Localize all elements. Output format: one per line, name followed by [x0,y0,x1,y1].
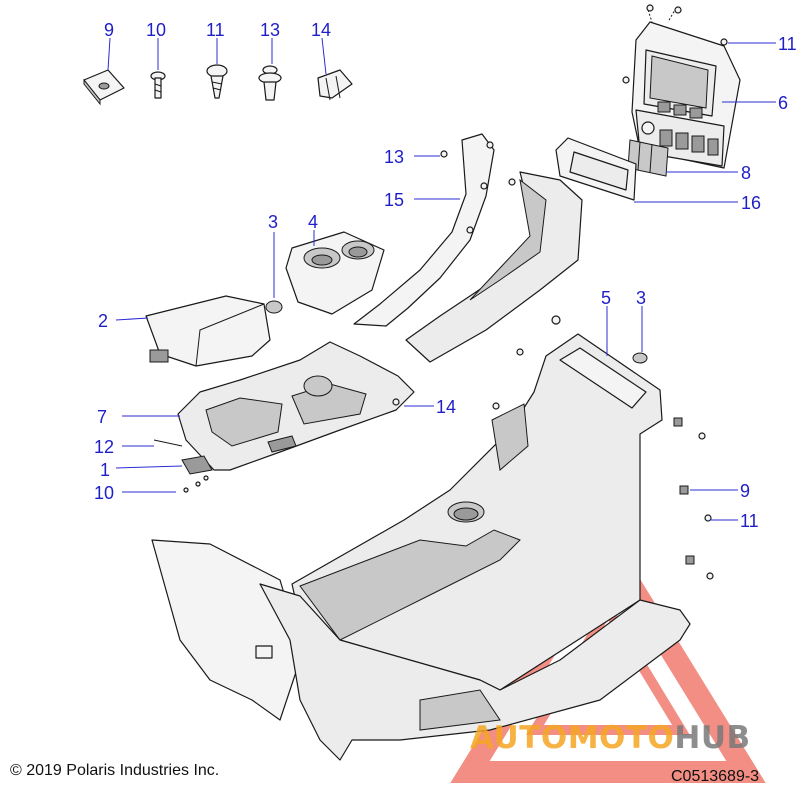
watermark-text-group: AUTOMOTOHUB [470,720,751,756]
bezel-frame-part [555,137,637,201]
bumper-left-part [265,300,283,314]
side-trim-part [353,133,495,327]
console-body-part [291,333,663,691]
drawing-id-text: C0513689-3 [671,768,760,785]
callout-13-top: 13 [260,20,280,40]
callout-10-top: 10 [146,20,166,40]
lower-panel-part [151,539,691,761]
switch-plate-part [627,139,669,177]
small-screw-part [150,71,166,99]
callout-11-right: 11 [778,34,797,54]
armrest-lid-part [145,295,271,367]
callout-7: 7 [97,407,107,427]
callout-6: 6 [778,93,788,113]
loose-fasteners [392,150,714,580]
callout-11-top: 11 [206,20,225,40]
bumper-right-part [632,352,648,364]
copyright-text: © 2019 Polaris Industries Inc. [10,762,220,779]
switch-bezel-part [622,4,741,169]
clip-nut-part [83,69,125,106]
push-rivet-part [258,65,282,101]
callout-3-left: 3 [268,212,278,232]
callout-1: 1 [100,460,110,480]
callout-9-top: 9 [104,20,114,40]
leader-lines [107,37,776,521]
callout-11-bottom: 11 [740,511,759,531]
upper-trim-part [405,171,583,363]
callout-10-bottom: 10 [94,483,114,503]
callout-16: 16 [741,193,761,213]
callout-13-mid: 13 [384,147,404,167]
callout-4: 4 [308,212,318,232]
hardware-row [83,64,353,106]
console-tray-part [177,341,415,471]
callout-8: 8 [741,163,751,183]
callout-numbers: 9 10 11 13 14 11 6 13 15 8 16 3 4 2 5 3 … [94,20,797,531]
screw-part [206,64,228,99]
callout-2: 2 [98,311,108,331]
callout-12: 12 [94,437,114,457]
watermark-text-gray: HUB [674,720,750,756]
svg-text:AUTOMOTOHUB: AUTOMOTOHUB [470,720,751,756]
latch-part [153,439,213,493]
callout-15: 15 [384,190,404,210]
callout-9-right: 9 [740,481,750,501]
callout-5: 5 [601,288,611,308]
wire-clip-part [317,69,353,101]
cup-holder-part [285,231,385,315]
callout-14-mid: 14 [436,397,456,417]
rocker-switches [657,101,719,156]
callout-14-top: 14 [311,20,331,40]
watermark-text-orange: AUTOMOTO [470,720,674,756]
callout-3-right: 3 [636,288,646,308]
